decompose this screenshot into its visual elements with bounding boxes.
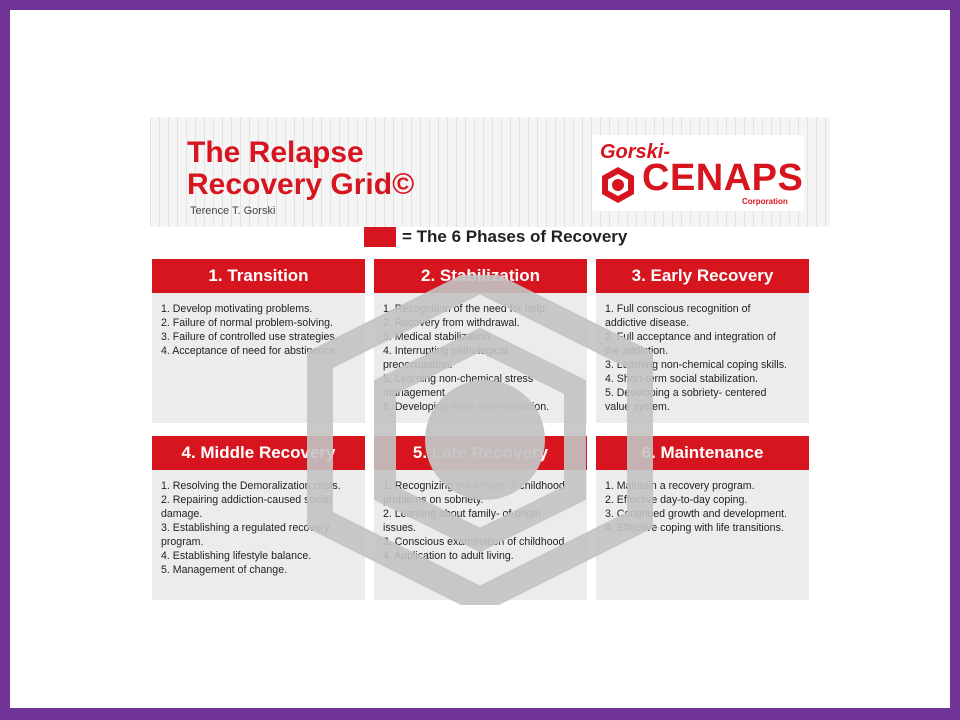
list-item: 4. Effective coping with life transition… [605,522,784,534]
list-item: 2. Effective day-to-day coping. [605,494,748,506]
list-item: 4. Establishing lifestyle balance. [161,550,312,562]
list-item: 3. Learning non-chemical coping skills. [605,359,787,371]
phase-items: 1. Develop motivating problems. 2. Failu… [152,293,365,358]
list-item: 2. Failure of normal problem-solving. [161,317,333,329]
phase-card-late-recovery: 5. Late Recovery 1. Recognizing the effe… [374,436,587,600]
list-item: 4. Application to adult living. [383,550,514,562]
list-item: 1. Recognizing the effects of childhood [383,480,565,492]
list-item: 5. Learning non-chemical stress [383,373,534,385]
phase-title: 4. Middle Recovery [152,436,365,470]
list-item: 1. Resolving the Demoralization crisis. [161,480,341,492]
phase-card-stabilization: 2. Stabilization 1. Recognition of the n… [374,259,587,423]
list-item: 5. Developing a sobriety- centered [605,387,767,399]
page-title: The Relapse Recovery Grid© [187,137,414,201]
list-item: the addiction. [605,345,669,357]
phase-items: 1. Resolving the Demoralization crisis. … [152,470,365,577]
logo-corp-text: Corporation [742,197,788,206]
phase-title: 6. Maintenance [596,436,809,470]
company-logo: Gorski- CENAPS Corporation [592,135,804,211]
list-item: 4. Interrupting pathological [383,345,508,357]
list-item: value system. [605,401,670,413]
phase-card-transition: 1. Transition 1. Develop motivating prob… [152,259,365,423]
list-item: 1. Develop motivating problems. [161,303,313,315]
list-item: 3. Medical stabilization. [383,331,493,343]
list-item: program. [161,536,204,548]
list-item: damage. [161,508,203,520]
list-item: 2. Repairing addiction-caused social [161,494,332,506]
legend-swatch [364,227,396,247]
header-banner: The Relapse Recovery Grid© Terence T. Go… [150,117,830,227]
list-item: 1. Maintain a recovery program. [605,480,755,492]
list-item: addictive disease. [605,317,690,329]
phase-card-middle-recovery: 4. Middle Recovery 1. Resolving the Demo… [152,436,365,600]
list-item: 4. Short-term social stabilization. [605,373,759,385]
list-item: 2. Learning about family- of-origin [383,508,541,520]
phase-card-early-recovery: 3. Early Recovery 1. Full conscious reco… [596,259,809,423]
phase-card-maintenance: 6. Maintenance 1. Maintain a recovery pr… [596,436,809,600]
author-name: Terence T. Gorski [190,205,276,217]
logo-main-text: CENAPS [642,157,804,199]
phase-title: 2. Stabilization [374,259,587,293]
phase-items: 1. Full conscious recognition of addicti… [596,293,809,414]
list-item: 1. Full conscious recognition of [605,303,751,315]
list-item: 1. Recognition of the need for help. [383,303,548,315]
list-item: 6. Developing hope and motivation. [383,401,550,413]
legend-text: = The 6 Phases of Recovery [402,227,628,246]
logo-top-text: Gorski- [600,141,671,163]
list-item: 3. Conscious examination of childhood. [383,536,568,548]
list-item: 3. Failure of controlled use strategies. [161,331,338,343]
list-item: 3. Continued growth and development. [605,508,787,520]
phase-items: 1. Maintain a recovery program. 2. Effec… [596,470,809,535]
list-item: 5. Management of change. [161,564,288,576]
phase-title: 3. Early Recovery [596,259,809,293]
list-item: preoccupation. [383,359,453,371]
phase-items: 1. Recognizing the effects of childhood … [374,470,587,563]
phase-items: 1. Recognition of the need for help. 2. … [374,293,587,414]
list-item: 2. Recovery from withdrawal. [383,317,520,329]
list-item: issues. [383,522,416,534]
list-item: management. [383,387,448,399]
legend: = The 6 Phases of Recovery [364,226,627,248]
phase-title: 1. Transition [152,259,365,293]
list-item: 2. Full acceptance and integration of [605,331,776,343]
title-line-2: Recovery Grid© [187,168,415,201]
phase-title: 5. Late Recovery [374,436,587,470]
list-item: 3. Establishing a regulated recovery [161,522,330,534]
list-item: problems on sobriety. [383,494,484,506]
hexagon-spiral-logo-icon [602,167,634,203]
title-line-1: The Relapse [187,136,364,169]
list-item: 4. Acceptance of need for abstinence. [161,345,339,357]
